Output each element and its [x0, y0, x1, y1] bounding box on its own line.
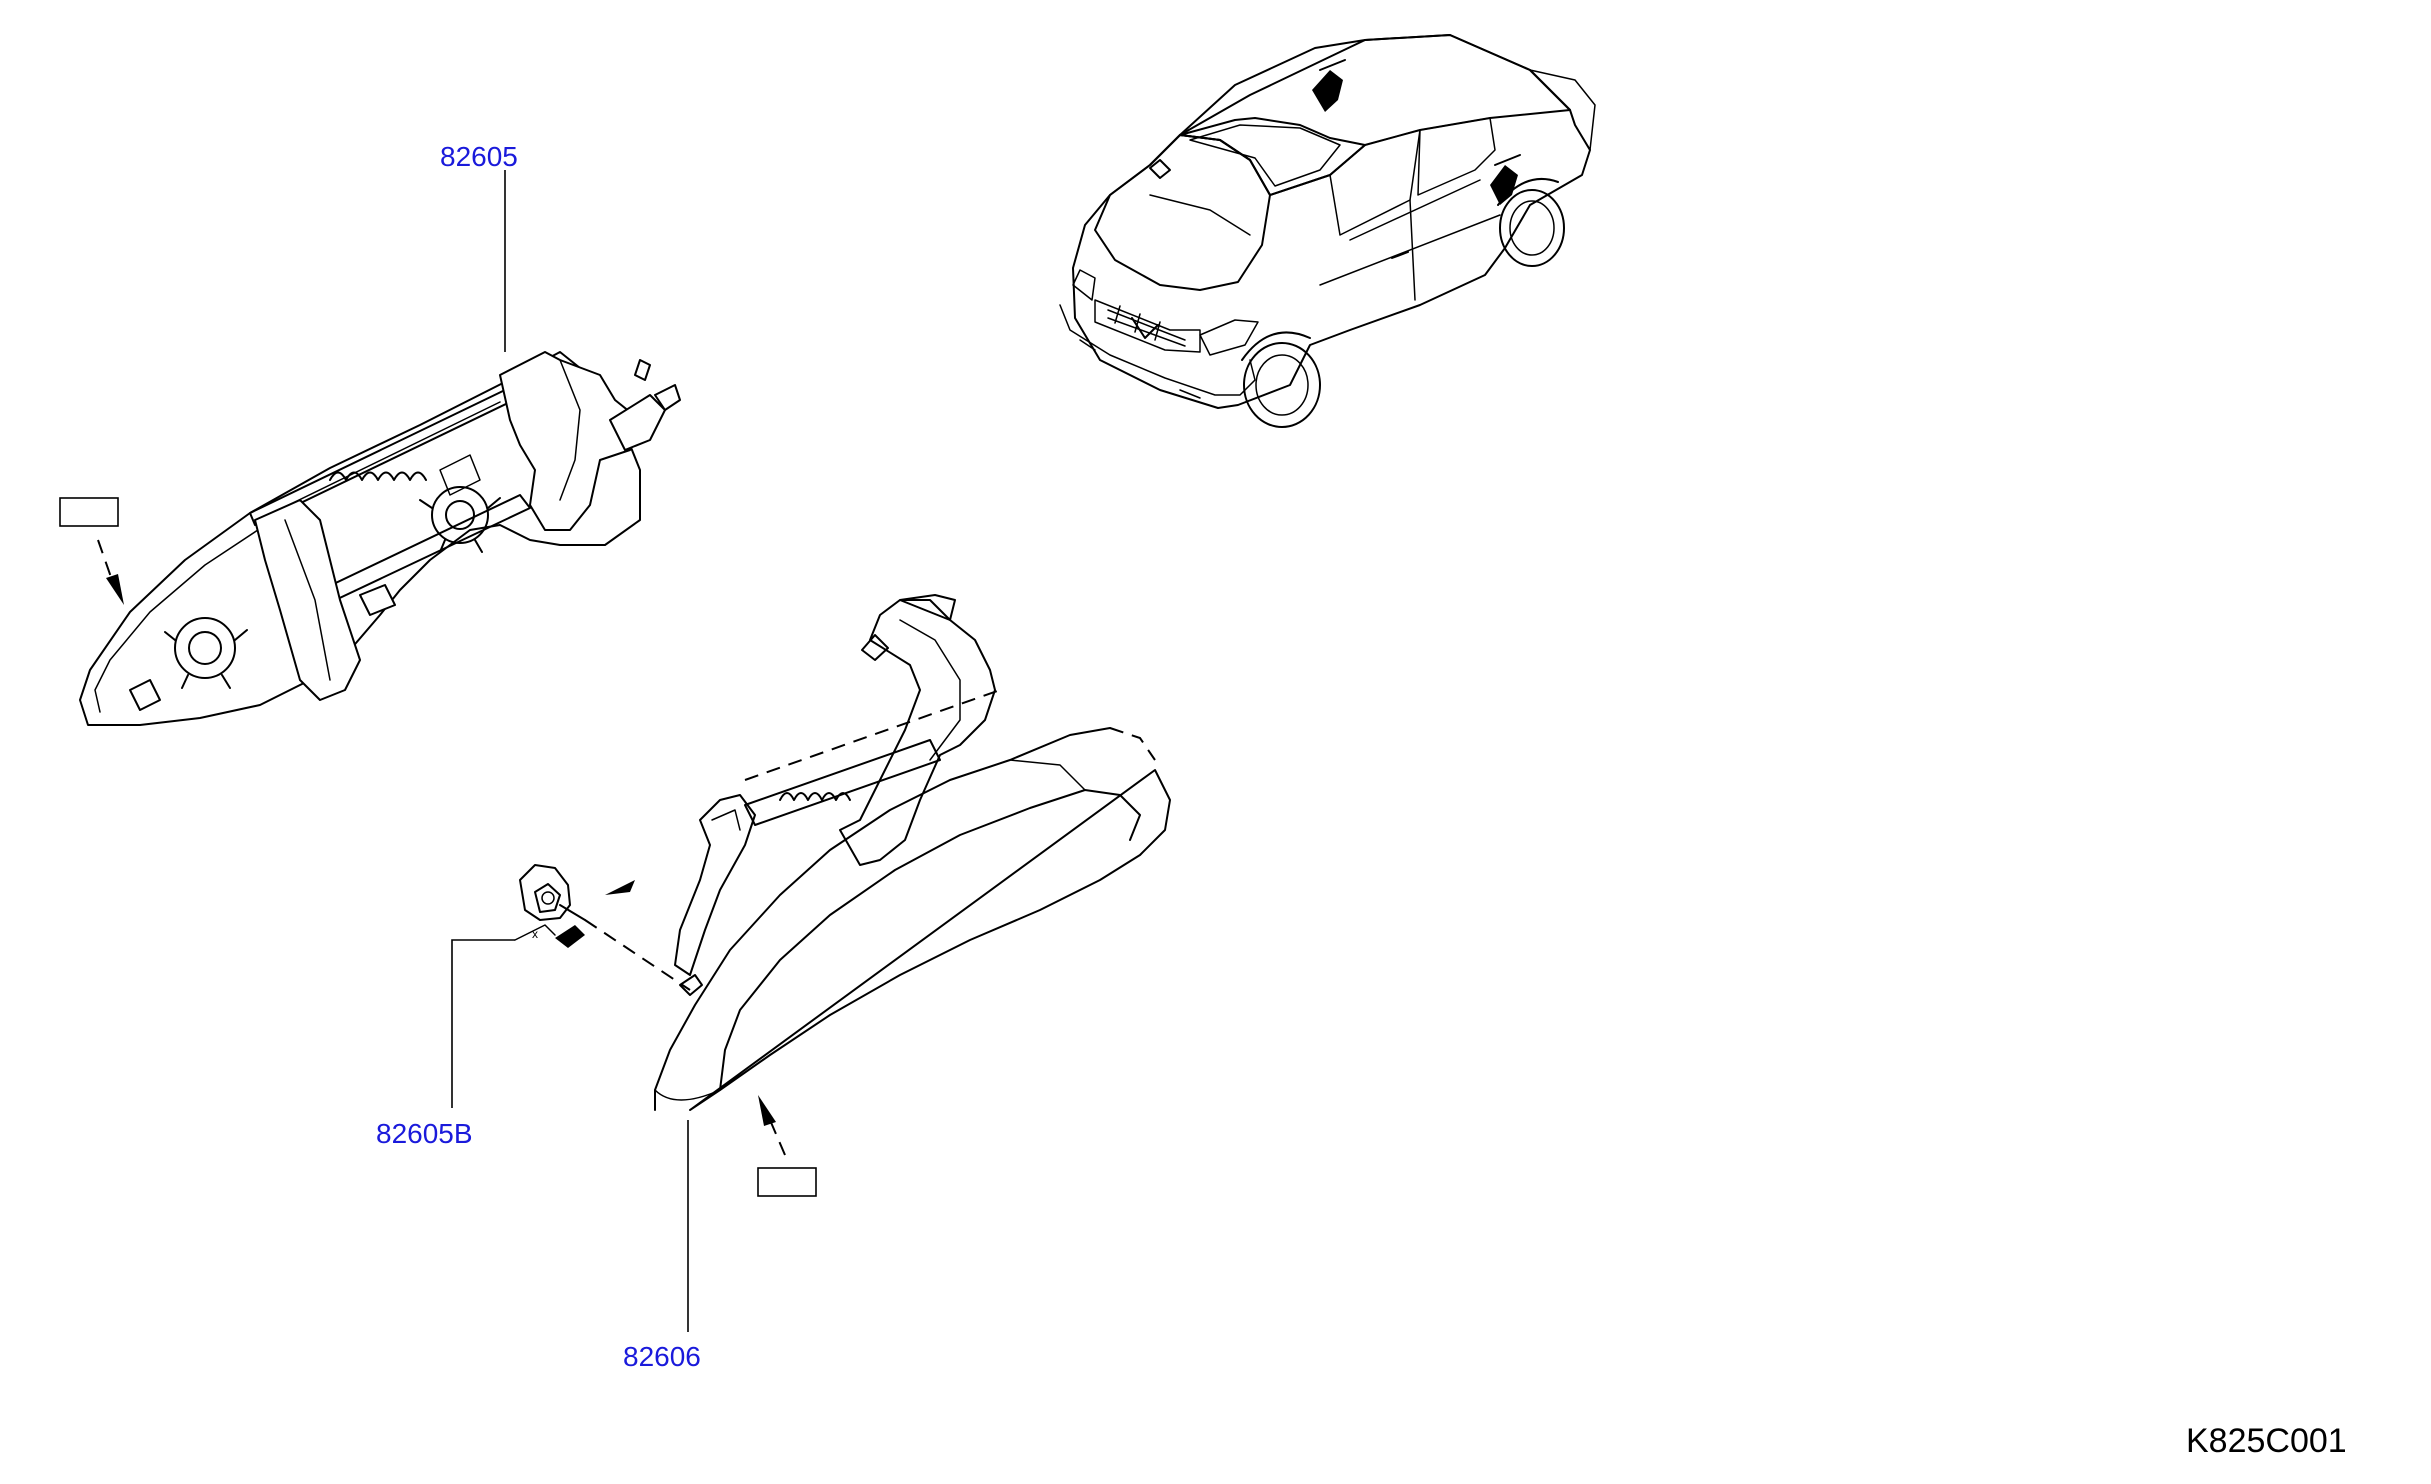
- handle-frame-illustration: [79, 351, 681, 726]
- leader-82605b: [451, 939, 515, 1108]
- illustration-code: K825C001: [2186, 1422, 2347, 1460]
- view-reference-top: [59, 497, 124, 605]
- svg-text:x: x: [532, 927, 538, 941]
- part-number-82605[interactable]: 82605: [440, 141, 518, 172]
- view-reference-bottom: [757, 1095, 817, 1197]
- reference-box-top: [59, 497, 119, 527]
- reference-box-bottom: [757, 1167, 817, 1197]
- clip-illustration: x: [514, 864, 691, 991]
- leader-lines: [451, 170, 689, 1332]
- part-number-82605b[interactable]: 82605B: [376, 1118, 473, 1149]
- part-number-82606[interactable]: 82606: [623, 1341, 701, 1372]
- vehicle-illustration: [1059, 34, 1596, 428]
- handle-grip-illustration: [654, 594, 1171, 1111]
